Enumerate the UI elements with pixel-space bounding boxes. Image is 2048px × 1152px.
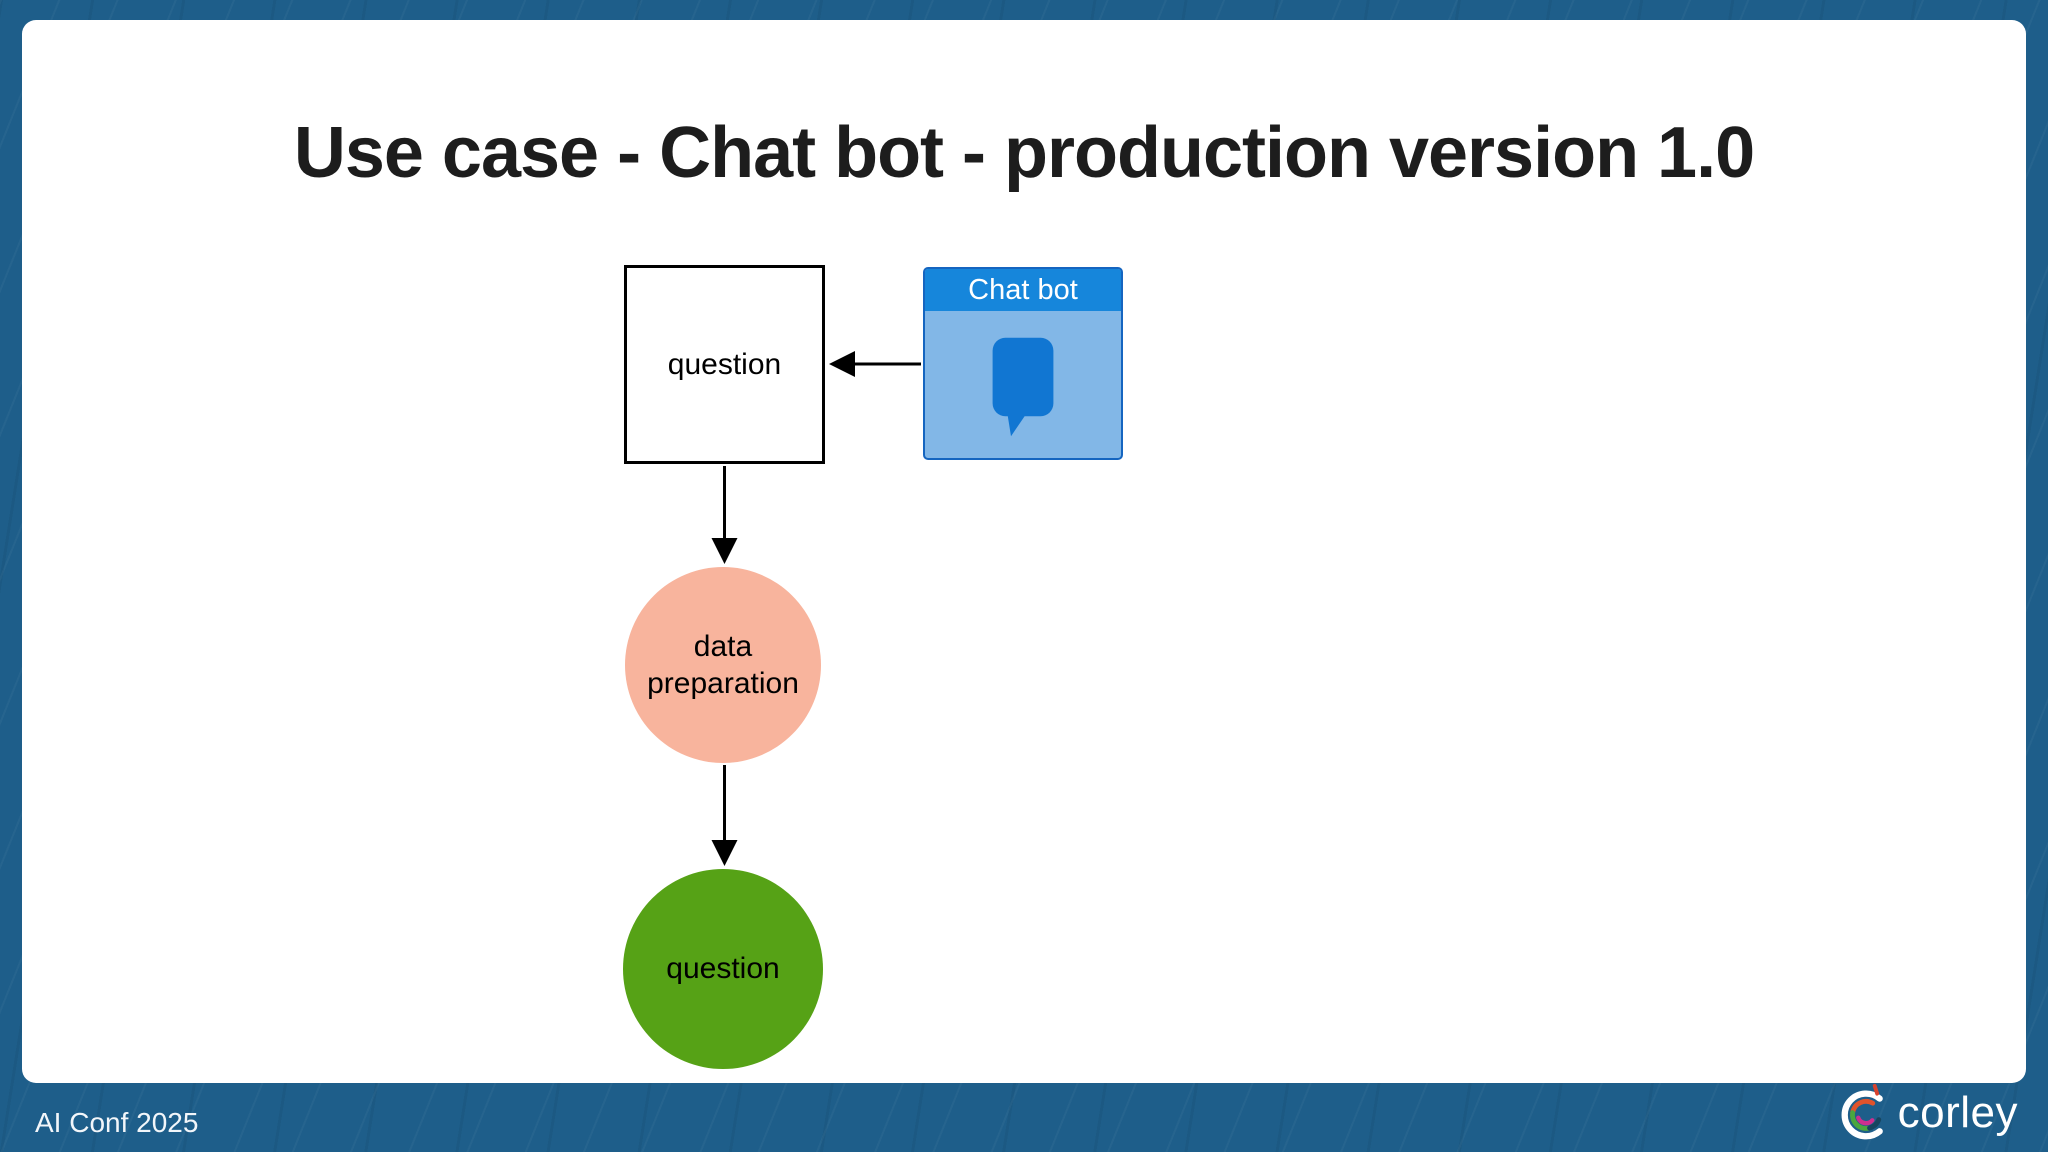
chatbot-body — [925, 311, 1121, 458]
node-question-box: question — [624, 265, 825, 464]
node-chatbot: Chat bot — [923, 267, 1123, 460]
corley-logo: corley — [1835, 1082, 2018, 1144]
data-preparation-label: data preparation — [647, 629, 799, 701]
question-box-label: question — [667, 347, 782, 381]
node-data-preparation: data preparation — [625, 567, 821, 763]
footer-conference-label: AI Conf 2025 — [35, 1107, 199, 1138]
slide-canvas — [22, 20, 2026, 1083]
corley-c-icon — [1841, 1083, 1883, 1140]
slide-title: Use case - Chat bot - production version… — [293, 113, 1755, 193]
node-question-circle: question — [623, 869, 823, 1069]
chat-bubble-icon — [992, 337, 1054, 437]
corley-logo-text: corley — [1897, 1088, 2018, 1137]
question-circle-label: question — [666, 952, 780, 986]
chatbot-title: Chat bot — [925, 269, 1121, 311]
